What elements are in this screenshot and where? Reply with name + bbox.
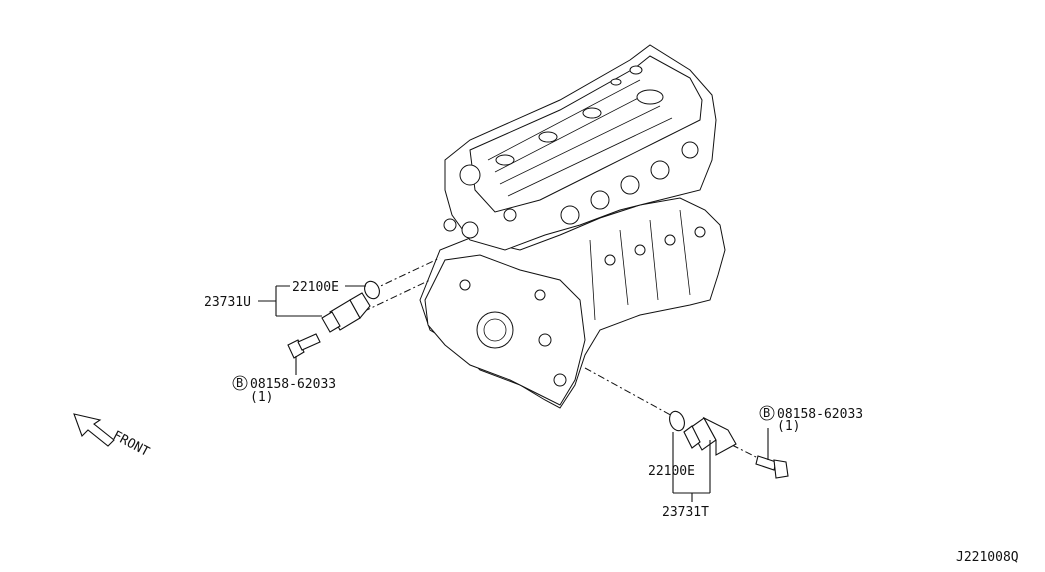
lower-bolt-part-number: 08158-62033 [777,407,863,422]
upper-sensor [321,292,371,333]
engine-assembly [419,44,726,409]
lower-assembly-line [584,367,677,419]
front-label: FRONT [110,428,152,460]
upper-oring [364,280,380,300]
front-arrow [73,413,115,447]
lower-sensor-group [584,367,789,502]
upper-assembly-line [371,257,441,291]
upper-bolt-part-number: 08158-62033 [250,377,336,392]
upper-bolt-quantity: (1) [250,390,273,405]
lower-bolt-quantity: (1) [777,419,800,434]
lower-oring-callout: 22100E [648,464,695,479]
lower-oring [669,410,685,432]
upper-oring-callout: 22100E [292,280,339,295]
lower-bolt-symbol: B [763,406,770,420]
lower-sensor-callout: 23731T [662,505,709,520]
upper-bolt-symbol: B [236,376,243,390]
labels: 22100E 23731U B 08158-62033 (1) B 08158-… [110,280,1019,565]
upper-sensor-callout: 23731U [204,295,251,310]
upper-leader-bracket [258,285,322,317]
lower-bolt [755,455,789,479]
upper-bolt-symbol-circle [232,375,248,391]
lower-leader-bracket [672,432,711,502]
upper-sensor-group [258,257,441,375]
upper-bolt [287,333,321,359]
diagram-id: J221008Q [956,550,1019,565]
lower-bolt-symbol-circle [759,405,775,421]
